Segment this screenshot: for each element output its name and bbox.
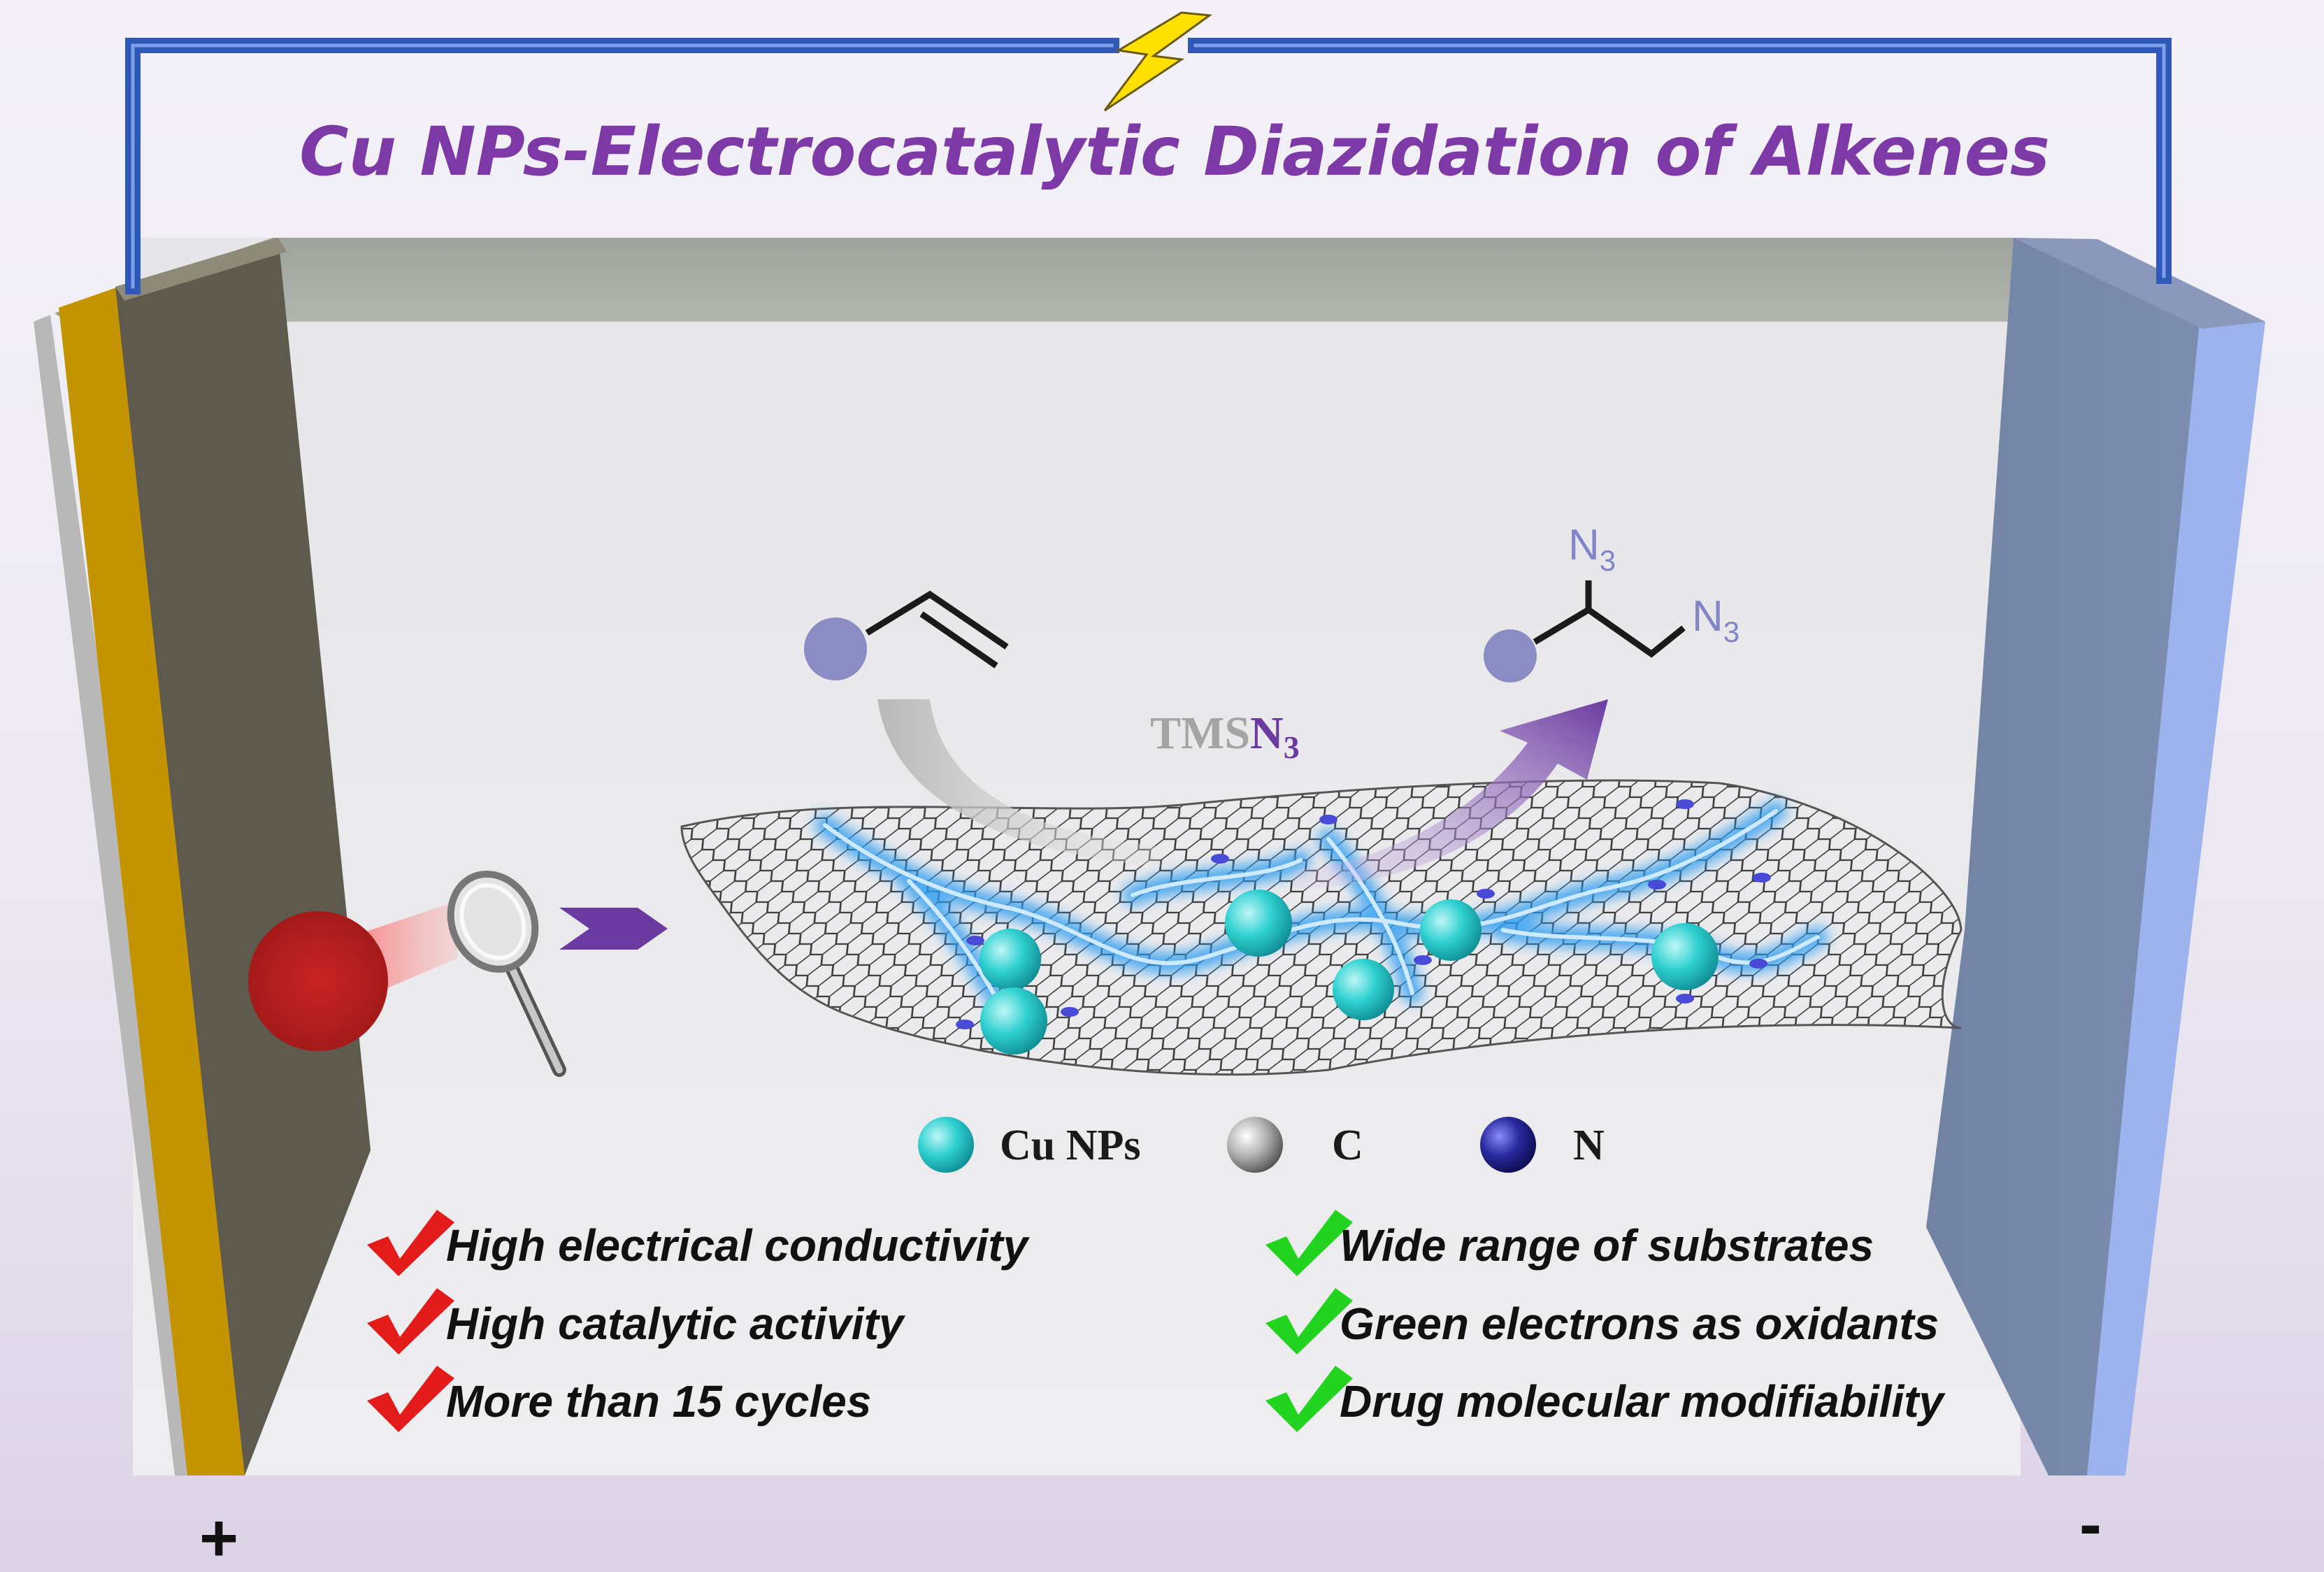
cu-nanoparticle xyxy=(1333,959,1394,1020)
azide-label-top: N3 xyxy=(1568,521,1616,577)
check-icon xyxy=(367,1366,454,1432)
pole-cathode: - xyxy=(2079,1487,2102,1562)
reagent-tmsn3: TMSN3 xyxy=(1150,708,1300,765)
legend-swatch-n xyxy=(1480,1117,1536,1173)
reaction-scheme: N3 N3 TMSN3 xyxy=(804,521,1740,889)
product-r-group xyxy=(1484,629,1537,683)
check-icon xyxy=(367,1210,454,1276)
legend-swatch-cu xyxy=(918,1117,974,1173)
features-left: High electrical conductivity High cataly… xyxy=(367,1210,1031,1432)
check-icon xyxy=(1265,1288,1353,1355)
legend-label-n: N xyxy=(1573,1122,1605,1169)
electrode-spot xyxy=(248,911,388,1051)
anode-electrode xyxy=(34,238,371,1475)
legend-swatch-c xyxy=(1227,1117,1283,1173)
feature-right-3: Drug molecular modifiability xyxy=(1340,1376,1946,1427)
azide-label-side: N3 xyxy=(1692,592,1740,648)
cu-nanoparticle xyxy=(980,929,1041,990)
nitrogen-doped-graphene-sheet xyxy=(680,779,1963,1076)
cell-top-strip xyxy=(273,238,2021,322)
magnifier-icon xyxy=(447,870,566,1077)
external-circuit-wire xyxy=(125,38,2172,294)
feature-left-1: High electrical conductivity xyxy=(446,1220,1031,1271)
cu-nanoparticle xyxy=(1420,899,1482,961)
zoom-chevron-icon xyxy=(559,908,668,950)
feature-right-2: Green electrons as oxidants xyxy=(1340,1299,1939,1349)
cu-nanoparticle xyxy=(1225,889,1292,957)
feature-right-1: Wide range of substrates xyxy=(1340,1220,1874,1271)
legend: Cu NPs C N xyxy=(918,1117,1605,1173)
feature-left-2: High catalytic activity xyxy=(446,1299,906,1349)
legend-label-cu: Cu NPs xyxy=(1000,1122,1141,1169)
alkene-substrate-structure xyxy=(804,590,1009,680)
lightning-bolt-icon xyxy=(1103,11,1213,112)
substrate-r-group xyxy=(804,617,867,680)
substrate-to-surface-arc xyxy=(877,699,1161,867)
diagram-title: Cu NPs-Electrocatalytic Diazidation of A… xyxy=(299,113,2050,191)
pole-anode: + xyxy=(199,1501,238,1572)
magnified-electrode-spot xyxy=(248,870,668,1077)
check-icon xyxy=(367,1288,454,1355)
cathode-electrode xyxy=(1926,238,2265,1475)
surface-to-product-arrow xyxy=(1293,699,1608,889)
check-icon xyxy=(1265,1366,1353,1432)
diazide-product-structure: N3 N3 xyxy=(1484,521,1740,683)
cu-nanoparticle xyxy=(980,987,1047,1055)
copper-nanoparticles xyxy=(980,889,1719,1055)
check-icon xyxy=(1265,1210,1353,1276)
feature-left-3: More than 15 cycles xyxy=(446,1376,871,1427)
legend-label-c: C xyxy=(1332,1122,1363,1169)
features-right: Wide range of substrates Green electrons… xyxy=(1265,1210,1946,1432)
cu-nanoparticle xyxy=(1651,923,1719,990)
